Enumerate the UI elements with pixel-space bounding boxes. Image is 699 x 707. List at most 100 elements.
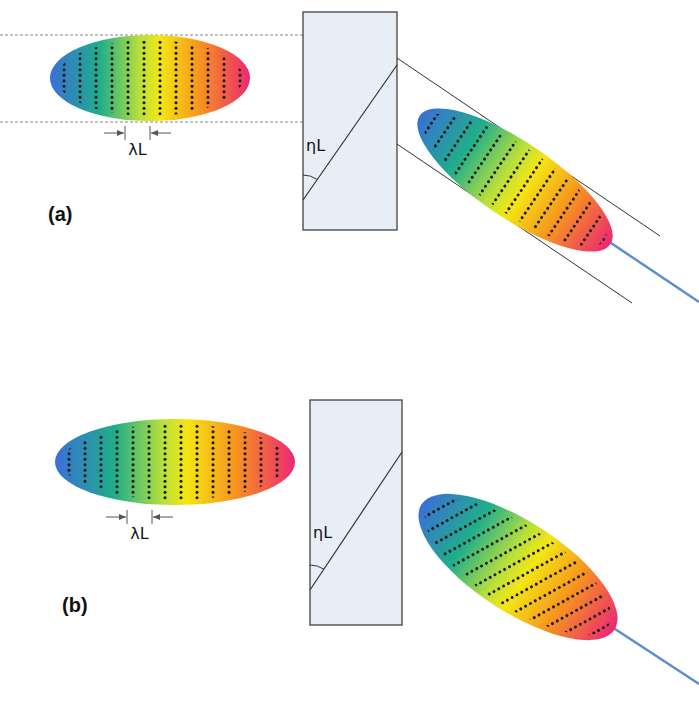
electron-dot	[503, 184, 507, 188]
electron-dot	[584, 603, 588, 607]
electron-dot	[476, 166, 480, 170]
electron-dot	[494, 198, 498, 202]
electron-dot	[132, 507, 135, 510]
electron-dot	[510, 514, 514, 518]
electron-dot	[574, 279, 578, 283]
electron-dot	[244, 513, 247, 516]
electron-dot	[418, 167, 422, 171]
electron-dot	[228, 485, 231, 488]
electron-dot	[483, 578, 487, 582]
electron-dot	[557, 161, 561, 165]
electron-dot	[585, 586, 589, 590]
electron-dot	[111, 101, 114, 104]
electron-dot	[472, 536, 476, 540]
electron-dot	[550, 143, 554, 147]
electron-dot	[100, 430, 103, 433]
electron-dot	[143, 134, 146, 137]
electron-dot	[374, 542, 378, 546]
electron-dot	[180, 403, 183, 406]
electron-dot	[228, 419, 231, 422]
electron-dot	[615, 553, 619, 557]
electron-dot	[68, 408, 71, 411]
electron-dot	[473, 85, 477, 89]
electron-dot	[79, 145, 82, 148]
electron-dot	[100, 447, 103, 450]
electron-dot	[496, 166, 500, 170]
electron-dot	[563, 566, 567, 570]
electron-dot	[531, 256, 535, 260]
electron-dot	[483, 184, 487, 188]
electron-dot	[617, 215, 621, 219]
electron-dot	[453, 144, 457, 148]
electron-dot	[427, 153, 431, 157]
electron-dot	[212, 496, 215, 499]
electron-dot	[535, 565, 539, 569]
electron-dot	[111, 129, 114, 132]
electron-dot	[461, 558, 465, 562]
electron-dot	[424, 562, 428, 566]
electron-dot	[478, 220, 482, 224]
electron-dot	[654, 596, 658, 600]
electron-dot	[595, 219, 599, 223]
electron-dot	[276, 458, 279, 461]
electron-dot	[533, 518, 537, 522]
electron-dot	[548, 655, 552, 659]
electron-dot	[552, 197, 556, 201]
electron-dot	[409, 571, 413, 575]
electron-dot	[143, 46, 146, 49]
period-tick	[127, 510, 128, 524]
electron-dot	[223, 101, 226, 104]
electron-dot	[132, 469, 135, 472]
electron-dot	[491, 116, 495, 120]
electron-dot	[466, 555, 470, 559]
angle-arc	[310, 565, 324, 569]
electron-dot	[191, 118, 194, 121]
electron-dot	[442, 569, 446, 573]
electron-dot	[164, 419, 167, 422]
electron-dot	[79, 90, 82, 93]
electron-dot	[260, 463, 263, 466]
electron-dot	[519, 607, 523, 611]
electron-dot	[207, 145, 210, 148]
electron-dot	[388, 534, 392, 538]
electron-dot	[484, 561, 488, 565]
electron-dot	[79, 35, 82, 38]
electron-dot	[561, 599, 565, 603]
electron-dot	[588, 536, 592, 540]
electron-dot	[468, 207, 472, 211]
electron-dot	[468, 522, 472, 526]
period-tick	[150, 126, 151, 140]
electron-dot	[63, 57, 66, 60]
electron-dot	[127, 107, 130, 110]
electron-dot	[604, 575, 608, 579]
electron-dot	[488, 494, 492, 498]
electron-dot	[501, 130, 505, 134]
electron-dot	[544, 152, 548, 156]
electron-dot	[579, 606, 583, 610]
electron-dot	[574, 544, 578, 548]
electron-dot	[148, 436, 151, 439]
electron-dot	[212, 480, 215, 483]
electron-dot	[180, 414, 183, 417]
electron-dot	[560, 535, 564, 539]
electron-dot	[610, 197, 614, 201]
electron-dot	[543, 513, 547, 517]
electron-dot	[437, 166, 441, 170]
electron-dot	[454, 85, 458, 89]
electron-dot	[148, 502, 151, 505]
electron-dot	[132, 513, 135, 516]
microbunch-dots	[396, 71, 640, 292]
electron-dot	[239, 13, 242, 16]
electron-dot	[228, 513, 231, 516]
electron-dot	[244, 452, 247, 455]
electron-dot	[239, 123, 242, 126]
electron-dot	[529, 202, 533, 206]
electron-dot	[500, 189, 504, 193]
electron-dot	[239, 41, 242, 44]
electron-dot	[471, 116, 475, 120]
electron-dot	[642, 571, 646, 575]
electron-dot	[559, 633, 563, 637]
electron-dot	[127, 63, 130, 66]
electron-dot	[576, 575, 580, 579]
electron-dot	[244, 529, 247, 532]
